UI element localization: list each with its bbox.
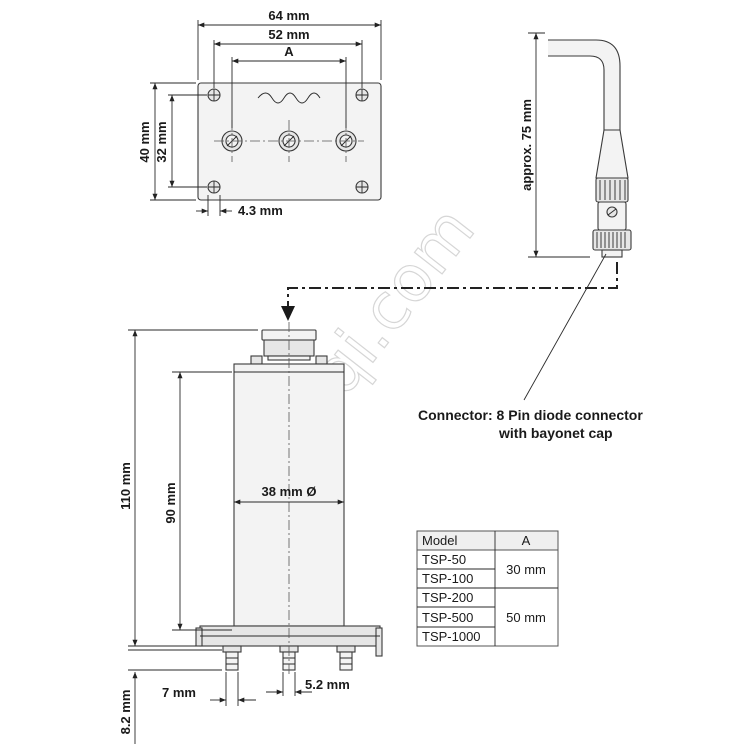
mounting-hole-icon [355,180,369,194]
table-cell-model: TSP-200 [422,590,473,605]
cable [548,39,621,131]
dim-hole-offset: 4.3 mm [238,203,283,218]
connector-note-line1: Connector: 8 Pin diode connector [418,407,643,423]
connection-path [281,262,618,321]
spring-icon [257,92,321,104]
connector-body [595,129,629,179]
table-cell-model: TSP-100 [422,571,473,586]
arrow-down-icon [281,306,295,321]
dim-pin-width: 7 mm [162,685,196,700]
dim-cable-length: approx. 75 mm [519,99,534,191]
terminal-pin [222,645,242,671]
terminal-pin [336,645,356,671]
top-view: 64 mm 52 mm A 40 mm 32 mm 4.3 mm [137,8,382,218]
connector-note-line2: with bayonet cap [498,425,613,441]
dim-hole-spacing: 52 mm [268,27,309,42]
dim-pin-spacing: 5.2 mm [305,677,350,692]
mounting-hole-icon [207,180,221,194]
dim-diameter: 38 mm Ø [262,484,317,499]
dim-hole-height: 32 mm [154,121,169,162]
dim-total-width: 64 mm [268,8,309,23]
table-cell-model: TSP-1000 [422,629,481,644]
table-header-a: A [522,533,531,548]
table-header-model: Model [422,533,458,548]
mounting-hole-icon [207,88,221,102]
table-cell-model: TSP-500 [422,610,473,625]
dim-pin-length: 8.2 mm [118,690,133,735]
model-table: Model A TSP-50 TSP-100 30 mm TSP-200 TSP… [416,530,559,647]
table-cell-model: TSP-50 [422,552,466,567]
side-view: 110 mm 90 mm 38 mm Ø 7 mm 5.2 mm 8.2 mm [118,322,383,744]
table-cell-a: 50 mm [506,610,546,625]
cable-view: approx. 75 mm [519,32,632,258]
dim-height: 40 mm [137,121,152,162]
mounting-hole-icon [355,88,369,102]
table-cell-a: 30 mm [506,562,546,577]
dim-a: A [284,44,294,59]
dim-total-height: 110 mm [118,462,133,510]
dim-body-height: 90 mm [163,482,178,523]
connector-screw-icon [606,206,618,218]
